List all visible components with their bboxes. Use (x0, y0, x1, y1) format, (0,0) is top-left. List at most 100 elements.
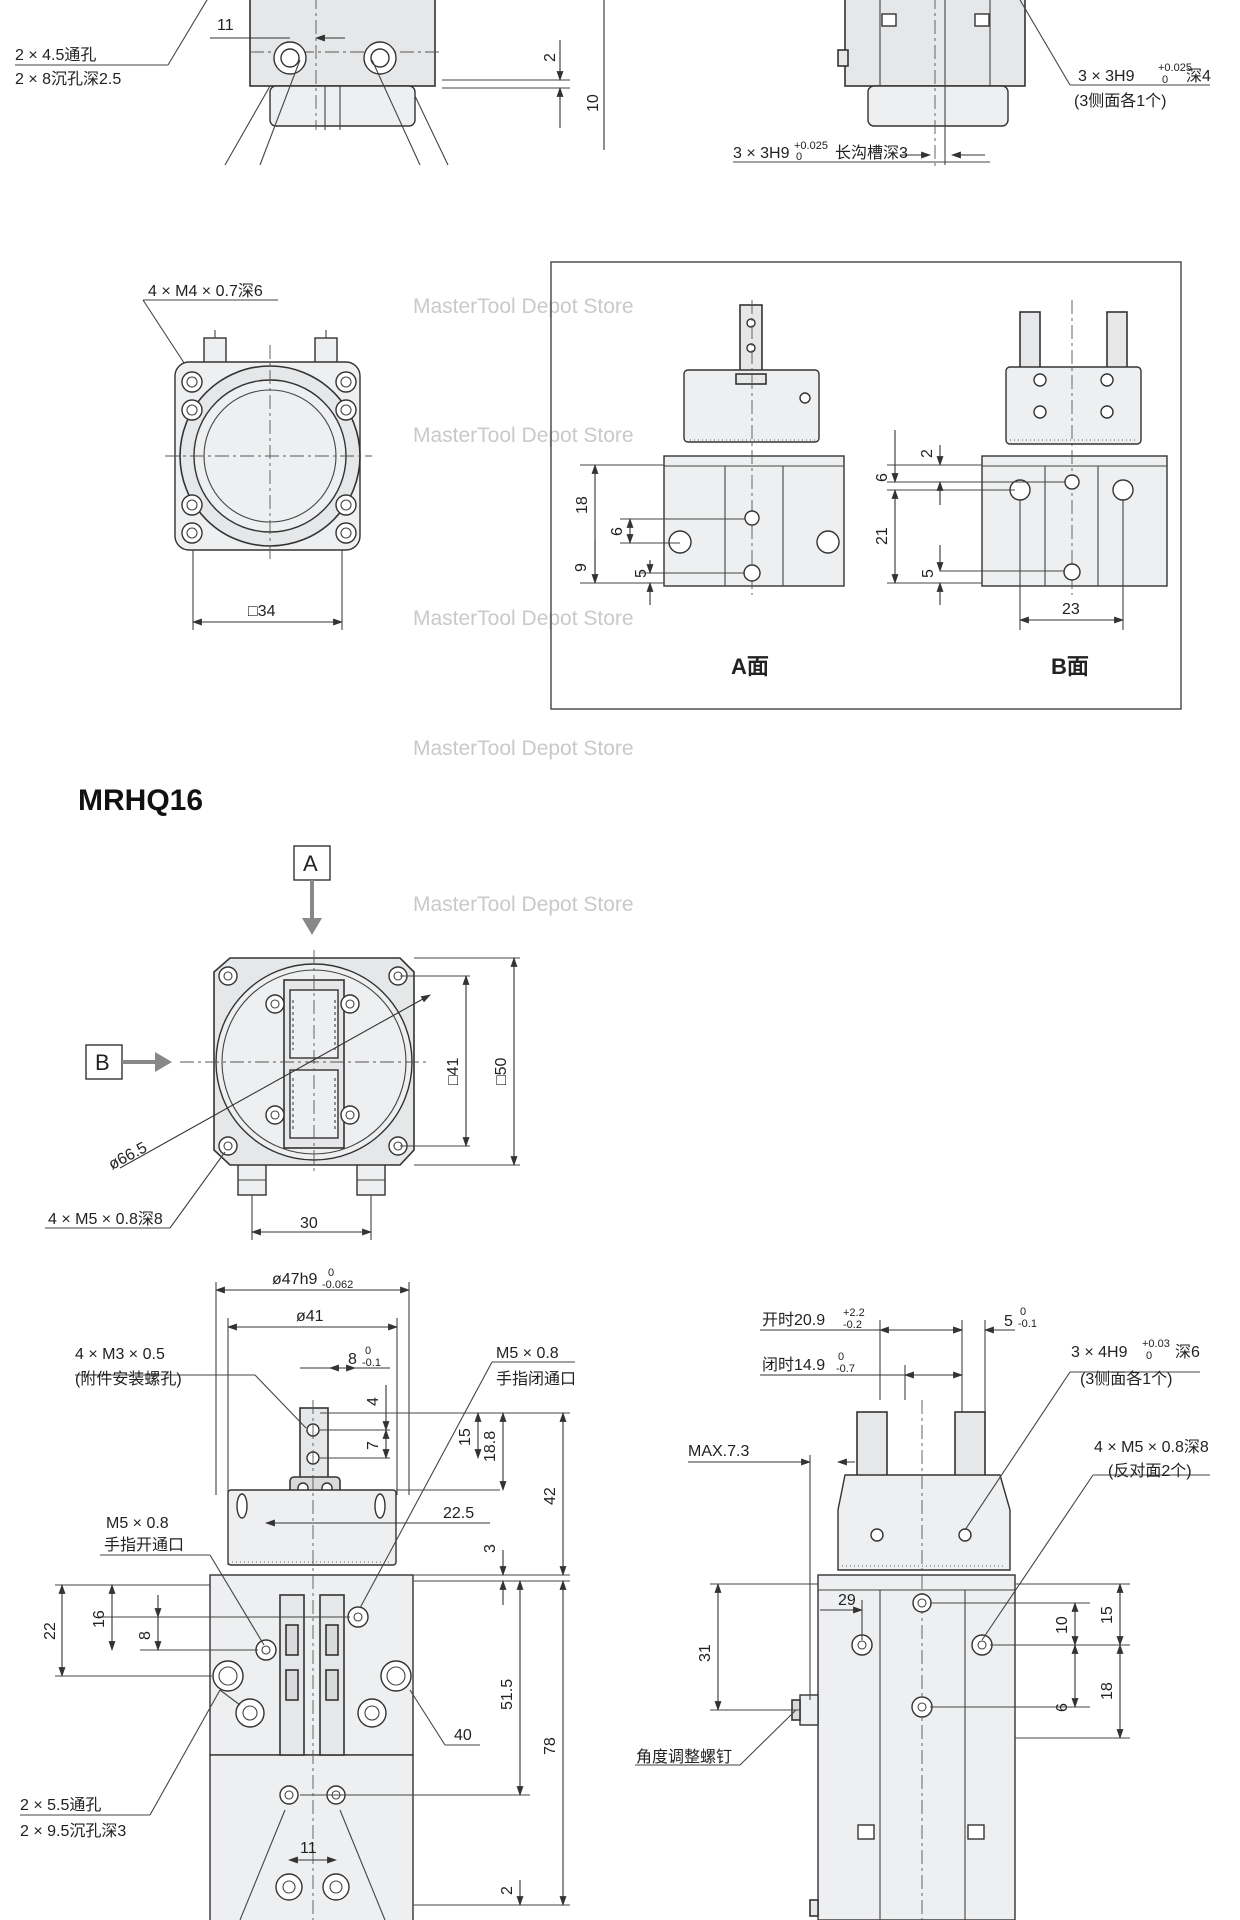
front-dim-42: 42 (542, 1487, 559, 1505)
side-close-text: 闭时14.9 (762, 1356, 825, 1374)
view-a-box (293, 845, 331, 881)
front-dim-22-5: 22.5 (443, 1505, 474, 1522)
face-a-dim-5: 5 (633, 569, 650, 578)
front-dim-16: 16 (91, 1610, 108, 1628)
side-hole-depth: 深6 (1175, 1343, 1200, 1361)
top-dia-66: ø66.5 (106, 1139, 150, 1173)
side-dim-15: 15 (1099, 1606, 1116, 1624)
mid-left-bottom-view: 4 × M4 × 0.7深6 □34 (142, 282, 372, 630)
side-dim-29: 29 (838, 1592, 856, 1609)
front-dim-18-8: 18.8 (482, 1431, 499, 1462)
side-hole-tol-upper: +0.03 (1142, 1338, 1170, 1350)
face-a-label: A面 (731, 654, 769, 679)
side-dim-10: 10 (1054, 1616, 1071, 1634)
top-left-note-2: 2 × 8沉孔深2.5 (15, 70, 121, 88)
watermark-3: MasterTool Depot Store (413, 607, 634, 630)
front-dia-47: ø47h9 (272, 1271, 317, 1288)
top-right-hole-depth: 深4 (1186, 67, 1211, 85)
front-dim-8-tol-lower: -0.1 (362, 1357, 381, 1369)
top-right-hole-tol-lower: 0 (1162, 74, 1168, 86)
face-a-dim-9: 9 (573, 563, 590, 572)
top-sq-50: □50 (493, 1057, 510, 1085)
front-dim-2: 2 (499, 1886, 516, 1895)
top-right-view: 3 × 3H9 +0.025 0 深4 (3侧面各1个) 3 × 3H9 +0.… (733, 0, 1211, 170)
side-close-tol-upper: 0 (838, 1351, 844, 1363)
top-dim-2: 2 (542, 53, 559, 62)
side-m5-sub: (反对面2个) (1108, 1462, 1192, 1480)
front-dim-3: 3 (482, 1544, 499, 1553)
front-dim-22: 22 (42, 1622, 59, 1640)
view-b-label: B (95, 1050, 110, 1075)
top-right-hole-sub: (3侧面各1个) (1074, 92, 1166, 110)
top-right-hole-spec: 3 × 3H9 (1078, 68, 1135, 85)
front-dim-15: 15 (457, 1428, 474, 1446)
top-right-hole-tol-upper: +0.025 (1158, 62, 1192, 74)
front-dim-78: 78 (542, 1737, 559, 1755)
watermark-4: MasterTool Depot Store (413, 737, 634, 760)
side-open-text: 开时20.9 (762, 1311, 825, 1329)
view-a-label: A (303, 851, 318, 876)
mid-faces-box: 18 6 9 5 A面 (550, 261, 1182, 710)
side-hole-spec: 3 × 4H9 (1071, 1344, 1128, 1361)
side-dim-5: 5 (1004, 1313, 1013, 1330)
front-m5-close-sub: 手指闭通口 (496, 1370, 576, 1388)
front-m3-note: 4 × M3 × 0.5 (75, 1346, 165, 1363)
side-close-tol-lower: -0.7 (836, 1363, 855, 1375)
face-b-dim-2: 2 (919, 449, 936, 458)
top-sq-41: □41 (445, 1057, 462, 1085)
front-dim-4: 4 (365, 1397, 382, 1406)
top-slot-tol-upper: +0.025 (794, 140, 828, 152)
front-dia-41: ø41 (296, 1308, 324, 1325)
side-m5-note: 4 × M5 × 0.8深8 (1094, 1438, 1209, 1456)
watermark-1: MasterTool Depot Store (413, 295, 634, 318)
side-open-tol-lower: -0.2 (843, 1319, 862, 1331)
front-m5-open-sub: 手指开通口 (104, 1536, 184, 1554)
watermark-5: MasterTool Depot Store (413, 893, 634, 916)
side-open-tol-upper: +2.2 (843, 1307, 865, 1319)
top-slot-spec: 3 × 3H9 (733, 145, 790, 162)
top-width-30: 30 (300, 1215, 318, 1232)
front-dim-8b: 8 (137, 1631, 154, 1640)
front-m5-close: M5 × 0.8 (496, 1345, 559, 1362)
front-dim-51-5: 51.5 (499, 1679, 516, 1710)
front-dim-40: 40 (454, 1727, 472, 1744)
top-dim-11: 11 (217, 17, 234, 34)
face-a-view: 18 6 9 5 A面 (573, 300, 845, 679)
top-left-note-1: 2 × 4.5通孔 (15, 46, 96, 64)
mrhq16-side-view: 开时20.9 +2.2 -0.2 闭时14.9 0 -0.7 5 0 -0.1 (635, 1306, 1210, 1920)
mrhq16-top-view: A B (45, 845, 520, 1240)
face-b-dim-5: 5 (920, 569, 937, 578)
mid-thread-note: 4 × M4 × 0.7深6 (148, 282, 263, 300)
top-slot-text: 长沟槽深3 (835, 144, 908, 162)
face-b-dim-21: 21 (874, 527, 891, 545)
watermark-2: MasterTool Depot Store (413, 424, 634, 447)
front-dim-8: 8 (348, 1351, 357, 1368)
face-b-view: 2 6 21 5 23 B面 (874, 300, 1168, 679)
front-dim-7: 7 (365, 1441, 382, 1450)
mid-square-34: □34 (248, 603, 276, 620)
side-dim-5-tol-lower: -0.1 (1018, 1318, 1037, 1330)
front-dim-11: 11 (300, 1840, 317, 1857)
face-b-dim-6: 6 (874, 473, 891, 482)
mrhq16-front-view: ø47h9 0 -0.062 ø41 (20, 1267, 576, 1920)
side-max-note: MAX.7.3 (688, 1443, 749, 1460)
front-m3-sub: (附件安装螺孔) (75, 1370, 182, 1388)
face-b-dim-23: 23 (1062, 601, 1080, 618)
model-title: MRHQ16 (78, 784, 203, 817)
side-dim-31: 31 (697, 1644, 714, 1662)
side-hole-tol-lower: 0 (1146, 1350, 1152, 1362)
side-adjust-note: 角度调整螺钉 (636, 1748, 732, 1766)
face-b-label: B面 (1051, 654, 1089, 679)
top-left-view: 11 2 × 4.5通孔 2 × 8沉孔深2.5 2 10 (15, 0, 605, 166)
view-b-box (85, 1044, 123, 1080)
side-hole-sub: (3侧面各1个) (1080, 1370, 1172, 1388)
top-thread-note: 4 × M5 × 0.8深8 (48, 1210, 163, 1228)
side-dim-6: 6 (1054, 1703, 1071, 1712)
side-dim-5-tol-upper: 0 (1020, 1306, 1026, 1318)
face-a-dim-18: 18 (574, 496, 591, 514)
front-hole-note: 2 × 5.5通孔 (20, 1796, 101, 1814)
side-dim-18: 18 (1099, 1682, 1116, 1700)
top-dim-10: 10 (585, 94, 602, 112)
